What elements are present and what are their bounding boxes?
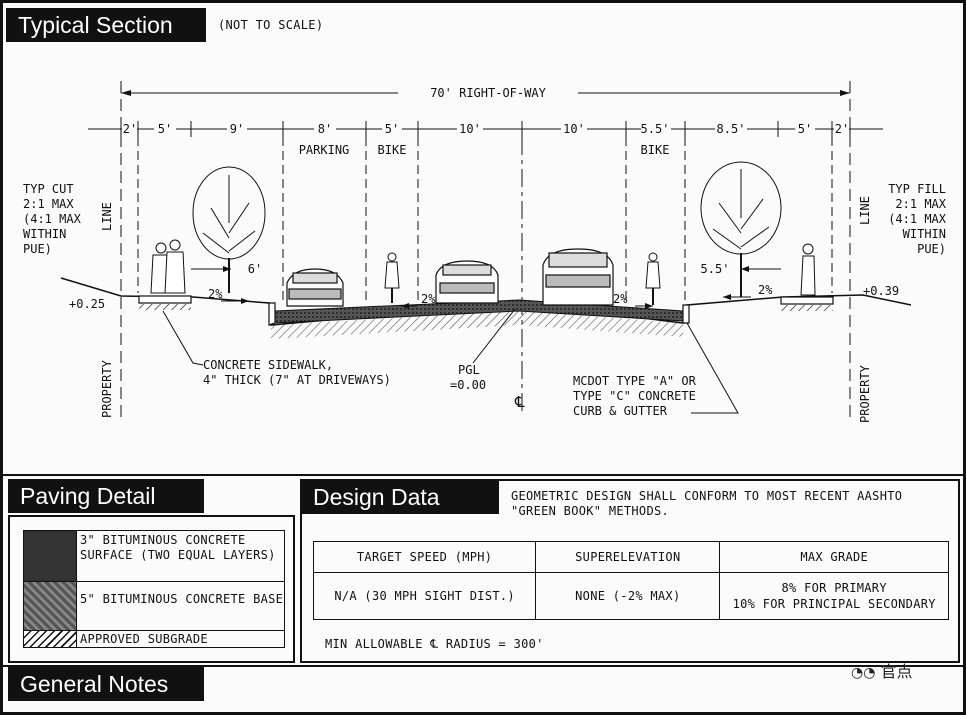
bike-label-left: BIKE xyxy=(378,143,407,157)
watermark: ◔◔ 官点 xyxy=(851,658,913,682)
width-label: 10' xyxy=(459,122,481,136)
width-label: 10' xyxy=(563,122,585,136)
svg-text:TYP FILL: TYP FILL xyxy=(888,182,946,196)
slope-label: 2% xyxy=(758,283,773,297)
layer-label: APPROVED SUBGRADE xyxy=(80,632,208,646)
property-label-right: PROPERTY xyxy=(858,364,872,423)
svg-text:TYP CUT: TYP CUT xyxy=(23,182,74,196)
svg-text:WITHIN: WITHIN xyxy=(903,227,946,241)
cyclist-left xyxy=(384,252,400,303)
svg-text:PUE): PUE) xyxy=(917,242,946,256)
general-notes-title: General Notes xyxy=(8,667,204,701)
width-ticks xyxy=(120,121,851,137)
suv-travel-right xyxy=(542,248,614,306)
paving-detail-panel xyxy=(8,515,295,663)
pgl-value: =0.00 xyxy=(450,378,486,392)
width-label: 2' xyxy=(123,122,137,136)
surface-swatch xyxy=(24,531,77,581)
property-label-left: PROPERTY xyxy=(100,359,114,418)
layer-label: 3" BITUMINOUS CONCRETE SURFACE (TWO EQUA… xyxy=(80,533,276,562)
width-label: 5' xyxy=(158,122,172,136)
table-header-row: TARGET SPEED (MPH) SUPERELEVATION MAX GR… xyxy=(312,541,949,573)
curb-note-line3: CURB & GUTTER xyxy=(573,404,668,418)
base-swatch xyxy=(24,582,77,630)
header-target-speed: TARGET SPEED (MPH) xyxy=(312,541,537,573)
elevation-right: +0.39 xyxy=(863,284,899,298)
sidewalk-note-line1: CONCRETE SIDEWALK, xyxy=(203,358,333,372)
design-data-note: GEOMETRIC DESIGN SHALL CONFORM TO MOST R… xyxy=(511,489,903,518)
svg-text:WITHIN: WITHIN xyxy=(23,227,66,241)
cell-superelevation: NONE (-2% MAX) xyxy=(535,572,721,620)
paving-detail-title: Paving Detail xyxy=(8,479,204,513)
cross-section-diagram: 70' RIGHT-OF-WAY 2' 5' 9' 8' 5' 10' 10' … xyxy=(23,81,947,423)
design-data-table: TARGET SPEED (MPH) SUPERELEVATION MAX GR… xyxy=(312,541,949,620)
typical-section-title: Typical Section xyxy=(6,8,206,42)
sidewalk-right xyxy=(780,296,834,305)
section-divider xyxy=(3,474,963,476)
width-label: 8' xyxy=(318,122,332,136)
svg-text:PUE): PUE) xyxy=(23,242,52,256)
general-notes-divider xyxy=(3,665,963,667)
cyclist-right xyxy=(645,252,661,305)
tree-left xyxy=(192,166,266,293)
watermark-text: 官点 xyxy=(880,662,913,681)
tree-offset-left: 6' xyxy=(248,262,262,276)
pedestrian-right xyxy=(800,243,816,296)
slope-label: 2% xyxy=(613,292,628,306)
slope-label: 2% xyxy=(421,292,436,306)
svg-text:2:1 MAX: 2:1 MAX xyxy=(895,197,946,211)
layer-base: 5" BITUMINOUS CONCRETE BASE xyxy=(23,581,285,631)
car-travel-left xyxy=(435,260,499,304)
max-grade-secondary: 10% FOR PRINCIPAL SECONDARY xyxy=(732,597,936,611)
width-label: 9' xyxy=(230,122,244,136)
svg-text:2:1 MAX: 2:1 MAX xyxy=(23,197,74,211)
layer-subgrade: APPROVED SUBGRADE xyxy=(23,630,285,648)
slope-label: 2% xyxy=(208,287,223,301)
layer-label: 5" BITUMINOUS CONCRETE BASE xyxy=(80,592,284,606)
cell-max-grade: 8% FOR PRIMARY 10% FOR PRINCIPAL SECONDA… xyxy=(719,572,949,620)
typ-cut-note: TYP CUT 2:1 MAX (4:1 MAX WITHIN PUE) xyxy=(23,182,82,256)
subgrade-swatch xyxy=(24,631,77,647)
design-data-title: Design Data xyxy=(301,480,499,514)
line-label-right: LINE xyxy=(858,196,872,225)
svg-text:(4:1 MAX: (4:1 MAX xyxy=(888,212,947,226)
table-row: N/A (30 MPH SIGHT DIST.) NONE (-2% MAX) … xyxy=(312,572,949,620)
line-label-left: LINE xyxy=(100,202,114,231)
header-superelevation: SUPERELEVATION xyxy=(535,541,721,573)
wechat-icon: ◔◔ xyxy=(851,665,876,681)
tree-right xyxy=(700,161,782,297)
width-label: 8.5' xyxy=(717,122,746,136)
curb-note-line1: MCDOT TYPE "A" OR xyxy=(573,374,697,388)
typ-fill-note: TYP FILL 2:1 MAX (4:1 MAX WITHIN PUE) xyxy=(888,182,947,256)
curb-right xyxy=(682,304,690,324)
bike-label-right: BIKE xyxy=(641,143,670,157)
width-label: 5' xyxy=(798,122,812,136)
pgl-label: PGL xyxy=(458,363,480,377)
sidewalk-note-line2: 4" THICK (7" AT DRIVEWAYS) xyxy=(203,373,391,387)
curb-note-line2: TYPE "C" CONCRETE xyxy=(573,389,696,403)
layer-surface: 3" BITUMINOUS CONCRETE SURFACE (TWO EQUA… xyxy=(23,530,285,582)
centerline-symbol: ℄ xyxy=(514,393,525,411)
sidewalk-left xyxy=(138,295,192,304)
elevation-left: +0.25 xyxy=(69,297,105,311)
parking-label: PARKING xyxy=(299,143,350,157)
tree-offset-right: 5.5' xyxy=(701,262,730,276)
width-labels: 2' 5' 9' 8' 5' 10' 10' 5.5' 8.5' 5' 2' xyxy=(122,120,849,136)
svg-text:(4:1 MAX: (4:1 MAX xyxy=(23,212,82,226)
width-label: 5.5' xyxy=(641,122,670,136)
not-to-scale-label: (NOT TO SCALE) xyxy=(218,18,324,32)
pedestrians-left xyxy=(150,239,186,294)
right-of-way-label: 70' RIGHT-OF-WAY xyxy=(430,86,546,100)
curb-left xyxy=(268,302,276,326)
max-grade-primary: 8% FOR PRIMARY xyxy=(781,581,887,595)
cell-target-speed: N/A (30 MPH SIGHT DIST.) xyxy=(312,572,537,620)
width-label: 5' xyxy=(385,122,399,136)
car-parked xyxy=(286,268,344,307)
width-label: 2' xyxy=(835,122,849,136)
header-max-grade: MAX GRADE xyxy=(719,541,949,573)
design-data-panel xyxy=(300,479,960,663)
min-radius-note: MIN ALLOWABLE ℄ RADIUS = 300' xyxy=(325,637,544,651)
